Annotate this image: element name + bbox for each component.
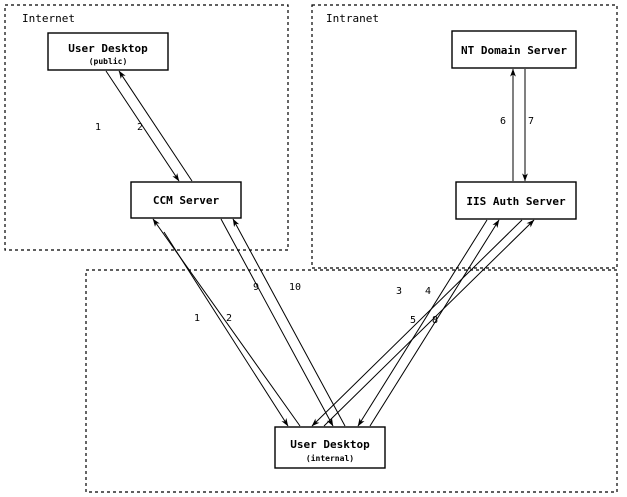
step-label-2-public: 2 xyxy=(137,122,143,133)
step-label-3: 3 xyxy=(396,286,402,297)
zone-boundary-intranet xyxy=(311,4,618,269)
node-subtitle-user-desktop-public: (public) xyxy=(89,56,128,66)
flow-public-desktop-to-ccm xyxy=(105,70,193,182)
step-label-4: 4 xyxy=(425,286,431,297)
zone-label-intranet: Intranet xyxy=(326,12,379,25)
node-title-iis-auth-server: IIS Auth Server xyxy=(466,195,566,208)
flow-line-step-2-public xyxy=(118,70,193,182)
node-box-user-desktop-internal[interactable] xyxy=(274,426,386,469)
step-label-7: 7 xyxy=(528,116,534,127)
node-user-desktop-public[interactable]: User Desktop (public) xyxy=(47,32,169,71)
node-title-user-desktop-internal: User Desktop xyxy=(290,438,370,451)
node-box-ccm-server[interactable] xyxy=(130,181,242,219)
node-subtitle-user-desktop-internal: (internal) xyxy=(306,453,354,463)
node-box-iis-auth-server[interactable] xyxy=(455,181,577,220)
node-box-user-desktop-public[interactable] xyxy=(47,32,169,71)
flow-iis-to-internal-desktop-steps-5-8 xyxy=(311,219,535,427)
flow-ccm-to-internal-desktop-steps-9-10 xyxy=(220,218,346,427)
zone-boundary-internal xyxy=(85,269,618,493)
node-title-nt-domain-server: NT Domain Server xyxy=(461,44,567,57)
flow-line-step-9 xyxy=(220,218,334,427)
step-label-6: 6 xyxy=(500,116,506,127)
flow-line-step-5 xyxy=(311,219,523,427)
node-title-user-desktop-public: User Desktop xyxy=(68,42,148,55)
node-box-nt-domain-server[interactable] xyxy=(451,30,577,69)
step-label-2-internal: 2 xyxy=(226,313,232,324)
step-label-10: 10 xyxy=(289,282,301,293)
node-iis-auth-server[interactable]: IIS Auth Server xyxy=(455,181,577,220)
flow-line-step-4 xyxy=(369,219,500,427)
step-label-1-internal: 1 xyxy=(194,313,200,324)
flow-line-step-3 xyxy=(357,219,488,427)
flow-line-step-10 xyxy=(232,218,346,427)
step-label-1-public: 1 xyxy=(95,122,101,133)
node-ccm-server[interactable]: CCM Server xyxy=(130,181,242,219)
flow-iis-to-internal-desktop-steps-3-4 xyxy=(357,219,500,427)
flow-line-step-2-internal xyxy=(152,218,301,427)
step-label-5: 5 xyxy=(410,315,416,326)
node-title-ccm-server: CCM Server xyxy=(153,194,220,207)
zone-label-internet: Internet xyxy=(22,12,75,25)
step-labels-group: 1 2 6 7 9 10 1 2 3 4 5 8 xyxy=(95,116,534,326)
flow-internal-desktop-to-ccm xyxy=(152,218,301,427)
step-label-9: 9 xyxy=(253,282,259,293)
node-nt-domain-server[interactable]: NT Domain Server xyxy=(451,30,577,69)
node-user-desktop-internal[interactable]: User Desktop (internal) xyxy=(274,426,386,469)
step-label-8: 8 xyxy=(432,315,438,326)
flow-line-step-1-public xyxy=(105,70,180,182)
flow-iis-to-nt-domain xyxy=(510,68,528,182)
flow-line-step-8 xyxy=(323,219,535,427)
